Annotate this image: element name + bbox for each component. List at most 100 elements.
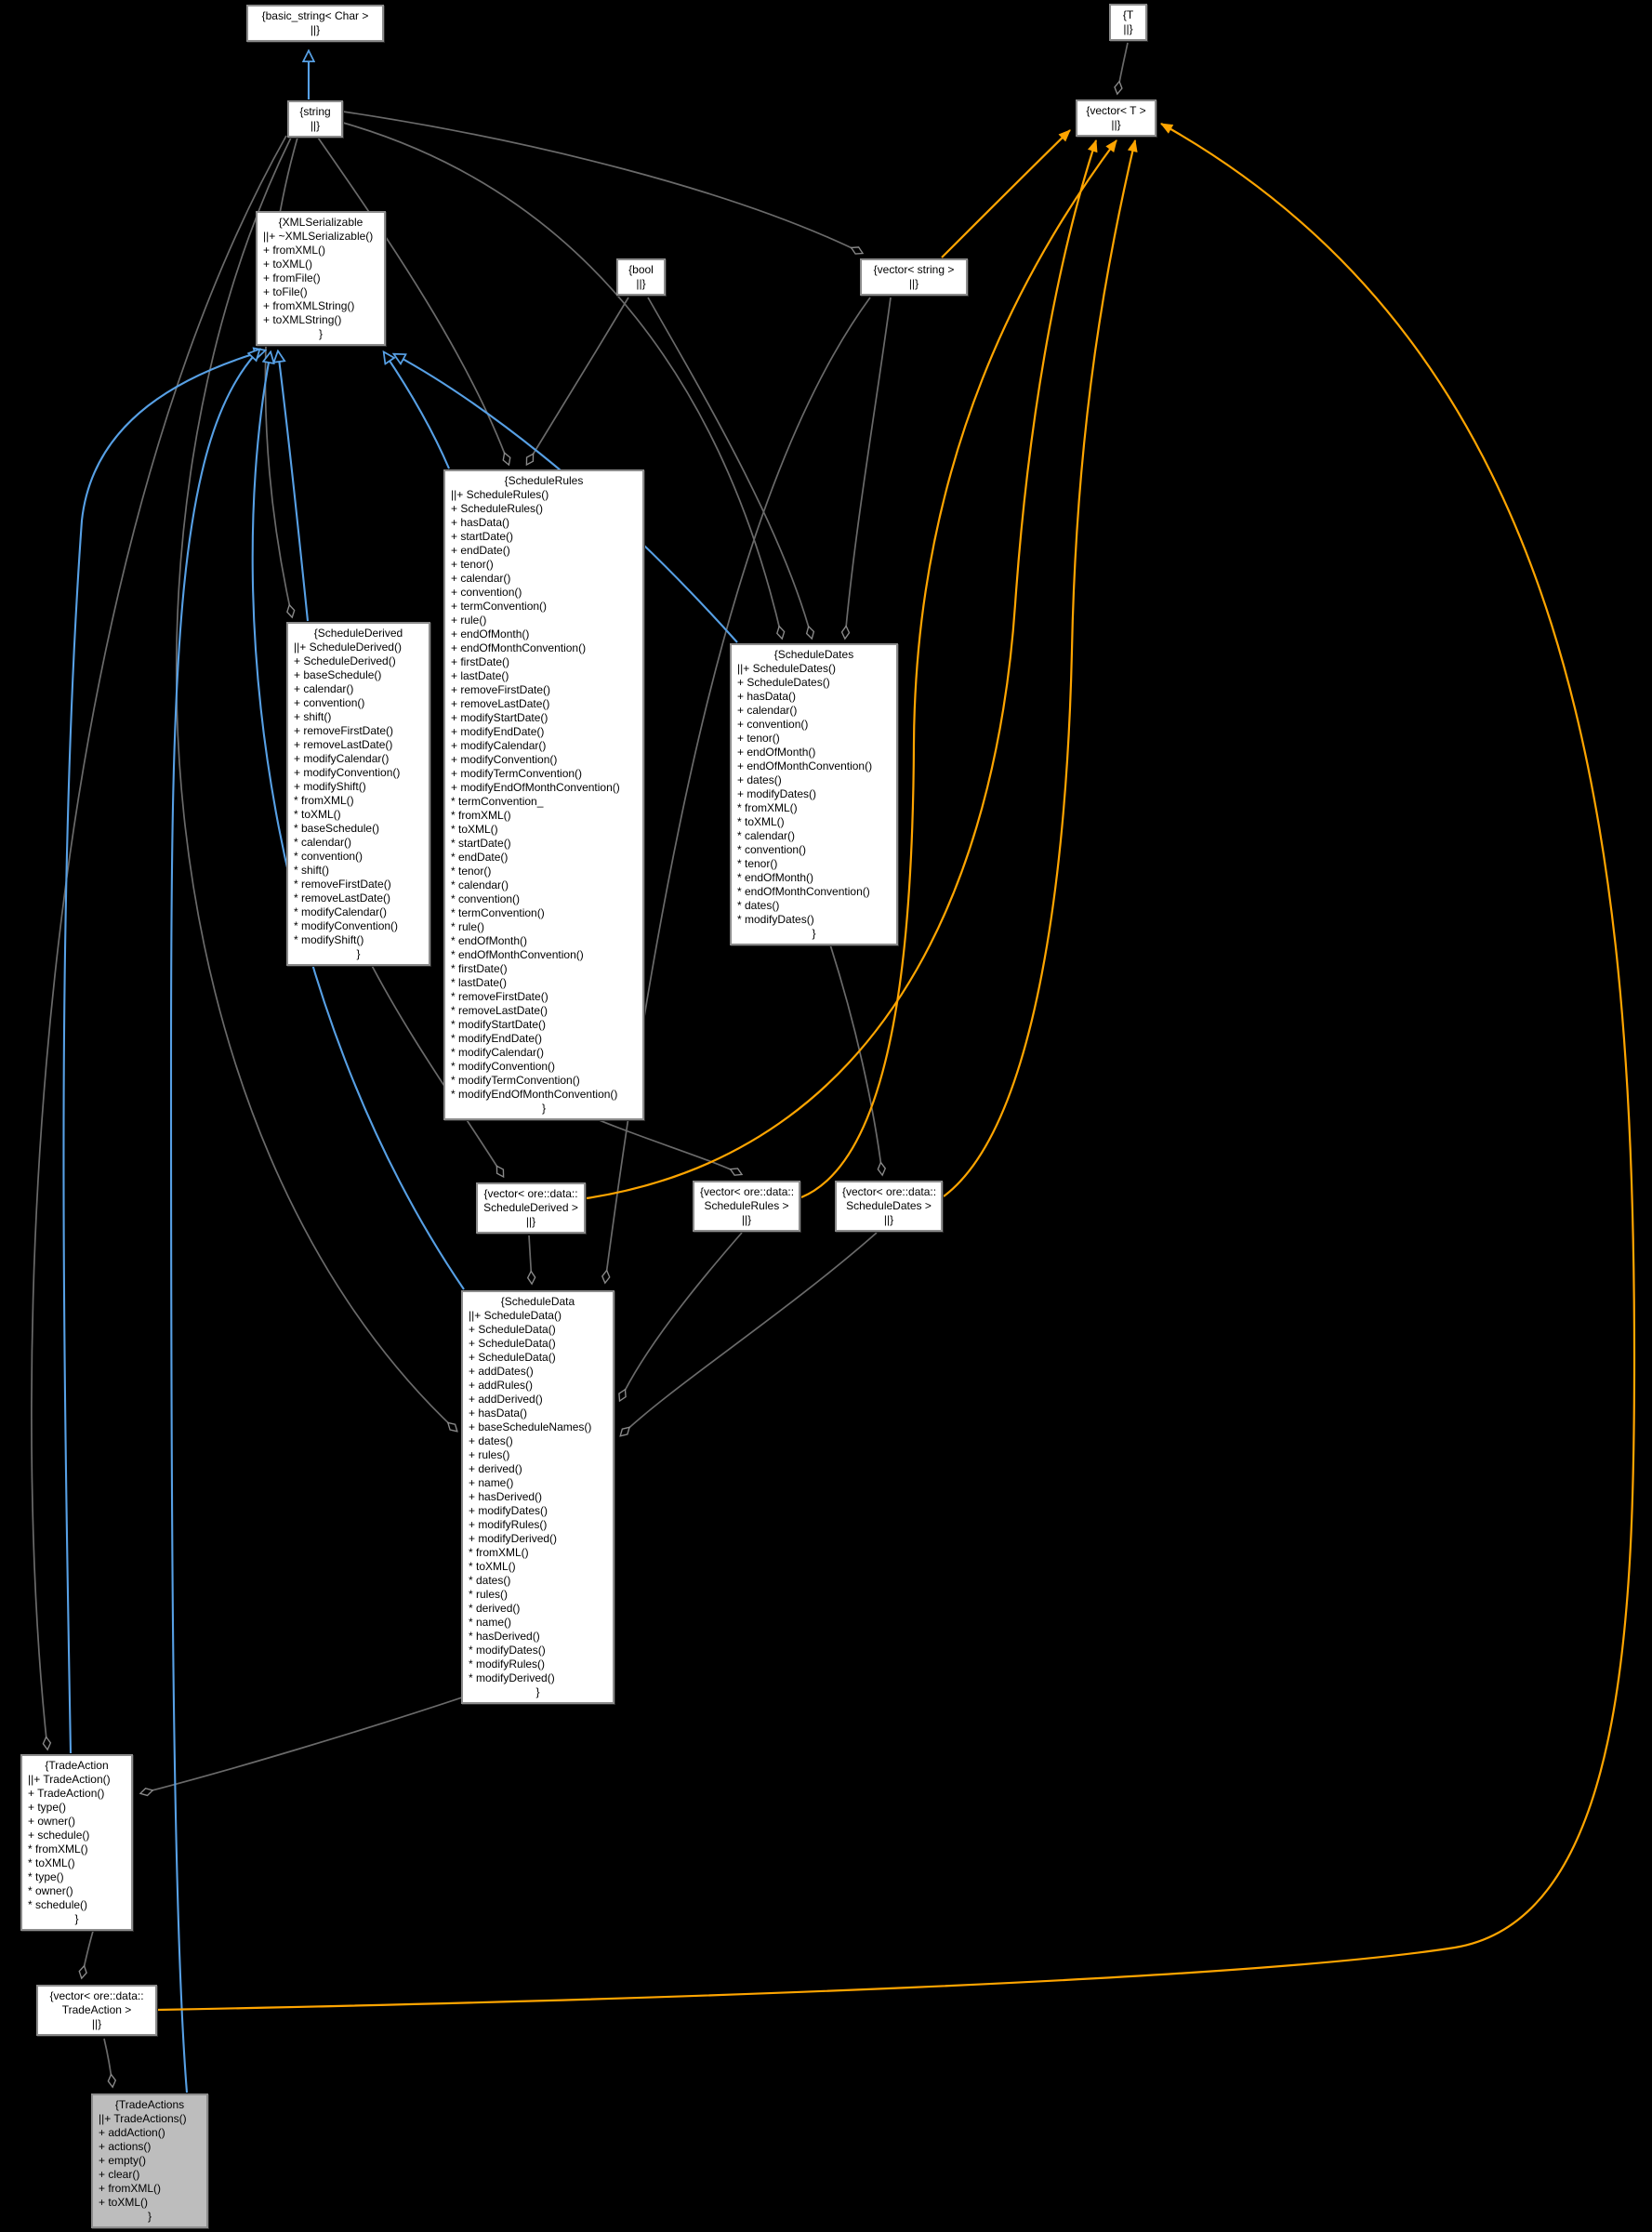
node-scheduledates-line-9: + dates() bbox=[737, 773, 782, 786]
node-tradeactions[interactable]: {TradeActions||+ TradeActions()+ addActi… bbox=[91, 2093, 208, 2228]
node-schedulederived-line-23: } bbox=[356, 947, 361, 960]
usage-edge-string-to-schedulederived bbox=[264, 137, 298, 616]
node-scheduledates-line-5: + convention() bbox=[737, 718, 809, 731]
node-tradeaction-line-10: * schedule() bbox=[28, 1898, 88, 1911]
node-vec-schedulerules[interactable]: {vector< ore::data::ScheduleRules >||} bbox=[693, 1181, 800, 1232]
node-scheduledata-line-15: + modifyDates() bbox=[469, 1504, 548, 1517]
node-vec-scheduledates-line-2: ||} bbox=[883, 1213, 894, 1226]
node-xmlserializable-line-8: } bbox=[318, 327, 323, 340]
node-scheduledata-line-3: + ScheduleData() bbox=[469, 1337, 556, 1350]
node-schedulederived-line-9: + modifyCalendar() bbox=[294, 752, 390, 765]
node-scheduledates-line-3: + hasData() bbox=[737, 690, 797, 703]
node-scheduledates-line-13: * calendar() bbox=[737, 829, 796, 842]
node-string-line-1: ||} bbox=[310, 119, 321, 132]
node-vec-schedulederived-line-1: ScheduleDerived > bbox=[483, 1201, 578, 1214]
node-scheduledata-line-2: + ScheduleData() bbox=[469, 1323, 556, 1336]
inheritance-edge-schedulerules-to-xmlserializable bbox=[384, 352, 450, 469]
node-scheduledata-line-22: * derived() bbox=[469, 1602, 521, 1615]
node-t-line-0: {T bbox=[1122, 8, 1134, 21]
node-tradeaction-line-3: + type() bbox=[28, 1801, 67, 1814]
node-schedulerules-line-24: * fromXML() bbox=[451, 809, 511, 822]
node-scheduledata-line-23: * name() bbox=[469, 1616, 512, 1629]
usage-edge-bool-to-schedulerules bbox=[527, 297, 629, 464]
node-xmlserializable-line-2: + fromXML() bbox=[263, 244, 326, 257]
node-scheduledates-line-0: {ScheduleDates bbox=[773, 648, 854, 661]
node-t-line-1: ||} bbox=[1123, 22, 1133, 35]
node-scheduledates[interactable]: {ScheduleDates||+ ScheduleDates()+ Sched… bbox=[730, 643, 898, 945]
usage-edge-scheduledata-to-tradeaction bbox=[141, 1692, 477, 1793]
node-schedulerules-line-45: } bbox=[541, 1102, 546, 1115]
node-scheduledata-line-12: + derived() bbox=[469, 1462, 522, 1475]
node-scheduledata-line-24: * hasDerived() bbox=[469, 1630, 540, 1643]
node-schedulerules-line-13: + firstDate() bbox=[451, 655, 510, 668]
node-tradeaction-line-2: + TradeAction() bbox=[28, 1787, 105, 1800]
node-schedulerules-line-4: + startDate() bbox=[451, 530, 514, 543]
node-bool[interactable]: {bool||} bbox=[616, 258, 666, 296]
node-schedulerules-line-17: + modifyStartDate() bbox=[451, 711, 548, 724]
node-schedulerules-line-29: * calendar() bbox=[451, 878, 509, 891]
node-schedulederived-line-16: * convention() bbox=[294, 850, 363, 863]
node-schedulerules-line-9: + termConvention() bbox=[451, 600, 548, 613]
node-scheduledata[interactable]: {ScheduleData||+ ScheduleData()+ Schedul… bbox=[461, 1290, 615, 1704]
node-schedulederived-line-17: * shift() bbox=[294, 864, 330, 877]
node-schedulerules-line-11: + endOfMonth() bbox=[451, 627, 530, 641]
node-tradeactions-line-2: + addAction() bbox=[99, 2126, 165, 2139]
node-tradeaction-line-5: + schedule() bbox=[28, 1829, 90, 1842]
node-scheduledata-line-19: * toXML() bbox=[469, 1560, 516, 1573]
node-xmlserializable[interactable]: {XMLSerializable||+ ~XMLSerializable()+ … bbox=[256, 211, 386, 346]
usage-edge-vector-string-to-scheduledates bbox=[845, 297, 892, 638]
node-string[interactable]: {string||} bbox=[287, 100, 343, 138]
node-schedulerules-line-44: * modifyEndOfMonthConvention() bbox=[451, 1088, 618, 1101]
node-schedulederived-line-21: * modifyConvention() bbox=[294, 919, 399, 932]
node-scheduledates-line-7: + endOfMonth() bbox=[737, 746, 816, 759]
usage-edge-string-to-scheduledates bbox=[342, 122, 782, 638]
node-schedulederived[interactable]: {ScheduleDerived||+ ScheduleDerived()+ S… bbox=[286, 622, 430, 966]
node-vector-t[interactable]: {vector< T >||} bbox=[1076, 99, 1156, 137]
usage-edge-string-to-scheduledata bbox=[175, 137, 456, 1431]
node-scheduledata-line-6: + addRules() bbox=[469, 1379, 534, 1392]
usage-edge-vec-scheduledates-to-scheduledata bbox=[621, 1232, 878, 1435]
node-vec-scheduledates-line-1: ScheduleDates > bbox=[846, 1199, 932, 1212]
node-scheduledata-line-25: * modifyDates() bbox=[469, 1644, 546, 1657]
node-schedulerules-line-28: * tenor() bbox=[451, 865, 492, 878]
template-edge-vec-tradeaction-to-vector-t bbox=[157, 123, 1636, 2012]
node-vector-string-line-1: ||} bbox=[908, 277, 919, 290]
node-vec-tradeaction[interactable]: {vector< ore::data::TradeAction >||} bbox=[36, 1985, 157, 2036]
node-xmlserializable-line-3: + toXML() bbox=[263, 258, 313, 271]
node-bool-line-1: ||} bbox=[636, 277, 646, 290]
node-schedulerules-line-41: * modifyCalendar() bbox=[451, 1046, 545, 1059]
node-vec-scheduledates[interactable]: {vector< ore::data::ScheduleDates >||} bbox=[835, 1181, 943, 1232]
node-schedulerules-line-32: * rule() bbox=[451, 920, 485, 933]
node-scheduledates-line-20: } bbox=[812, 927, 816, 940]
usage-edge-t-to-vector-t bbox=[1117, 42, 1129, 93]
node-scheduledata-line-11: + rules() bbox=[469, 1448, 510, 1461]
node-tradeaction-line-1: ||+ TradeAction() bbox=[28, 1773, 111, 1786]
template-edge-vec-schedulerules-to-vector-t bbox=[800, 139, 1117, 1199]
node-schedulerules-line-39: * modifyStartDate() bbox=[451, 1018, 547, 1031]
node-t[interactable]: {T||} bbox=[1109, 4, 1147, 41]
node-vec-tradeaction-line-2: ||} bbox=[91, 2017, 102, 2030]
usage-edge-string-to-schedulerules bbox=[317, 137, 509, 464]
node-vector-string[interactable]: {vector< string >||} bbox=[860, 258, 968, 296]
node-schedulerules-line-27: * endDate() bbox=[451, 851, 509, 864]
node-schedulerules[interactable]: {ScheduleRules||+ ScheduleRules()+ Sched… bbox=[443, 469, 644, 1120]
node-schedulederived-line-12: * fromXML() bbox=[294, 794, 354, 807]
node-scheduledata-line-27: * modifyDerived() bbox=[469, 1671, 555, 1684]
node-scheduledates-line-4: + calendar() bbox=[737, 704, 798, 717]
node-bool-line-0: {bool bbox=[628, 263, 654, 276]
node-schedulederived-line-15: * calendar() bbox=[294, 836, 352, 849]
node-schedulerules-line-8: + convention() bbox=[451, 586, 522, 599]
node-schedulederived-line-10: + modifyConvention() bbox=[294, 766, 401, 779]
node-vec-schedulederived[interactable]: {vector< ore::data::ScheduleDerived >||} bbox=[476, 1182, 586, 1234]
node-basic-string[interactable]: {basic_string< Char >||} bbox=[246, 5, 384, 42]
node-vec-schedulederived-line-0: {vector< ore::data:: bbox=[483, 1187, 578, 1200]
template-edge-vector-string-to-vector-t bbox=[941, 129, 1071, 258]
node-tradeaction[interactable]: {TradeAction||+ TradeAction()+ TradeActi… bbox=[20, 1754, 133, 1931]
node-scheduledates-line-6: + tenor() bbox=[737, 732, 780, 745]
node-basic-string-line-0: {basic_string< Char > bbox=[261, 9, 369, 22]
node-scheduledata-line-8: + hasData() bbox=[469, 1407, 528, 1420]
node-tradeactions-line-6: + fromXML() bbox=[99, 2182, 162, 2195]
node-schedulederived-line-5: + convention() bbox=[294, 696, 365, 709]
template-edge-vec-scheduledates-to-vector-t bbox=[943, 139, 1138, 1197]
node-string-line-0: {string bbox=[299, 105, 331, 118]
